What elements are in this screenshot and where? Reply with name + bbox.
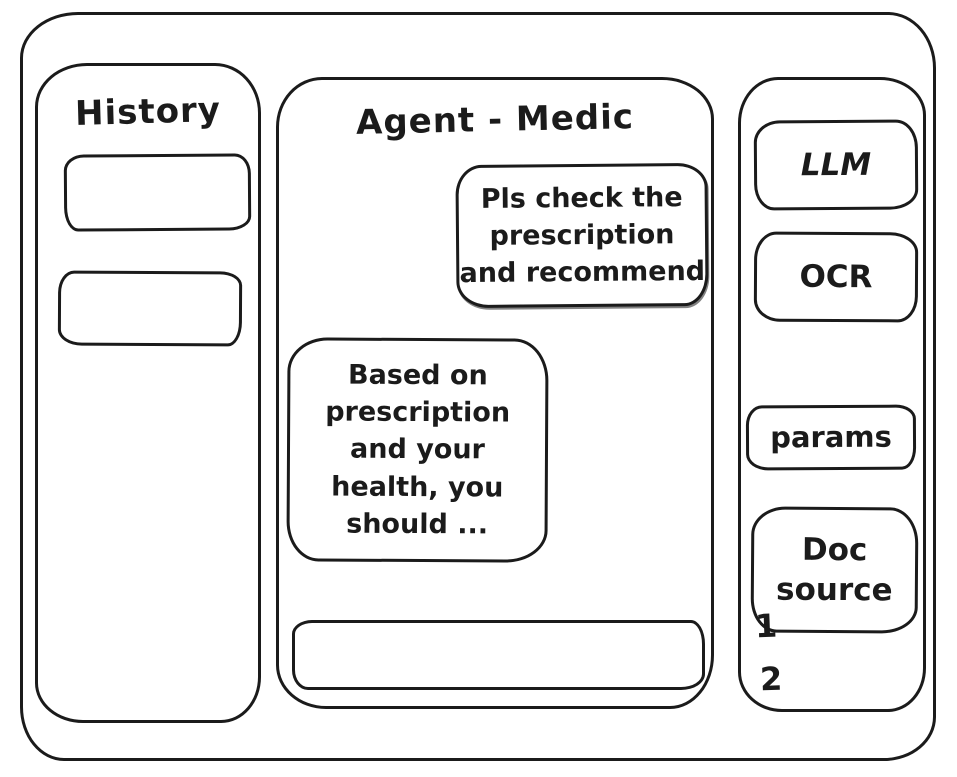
assistant-message-bubble: Based on prescription and your health, y… xyxy=(286,337,549,563)
user-message-bubble: Pls check the prescription and recommend xyxy=(455,162,709,309)
history-panel: History xyxy=(35,63,261,723)
chat-panel: Agent - Medic Pls check the prescription… xyxy=(276,77,714,709)
chat-input[interactable] xyxy=(292,620,705,690)
params-button[interactable]: params xyxy=(745,404,917,471)
doc-source-note-2: 2 xyxy=(759,659,783,699)
doc-source-note-1: 1 xyxy=(754,606,778,646)
history-title: History xyxy=(74,89,222,135)
llm-button[interactable]: LLM xyxy=(753,119,919,211)
ocr-button[interactable]: OCR xyxy=(753,231,919,323)
tools-panel: LLM OCR params Doc source 1 2 xyxy=(738,77,926,712)
history-item[interactable] xyxy=(57,270,243,347)
page-title: Agent - Medic xyxy=(355,97,635,143)
history-item[interactable] xyxy=(63,153,252,232)
